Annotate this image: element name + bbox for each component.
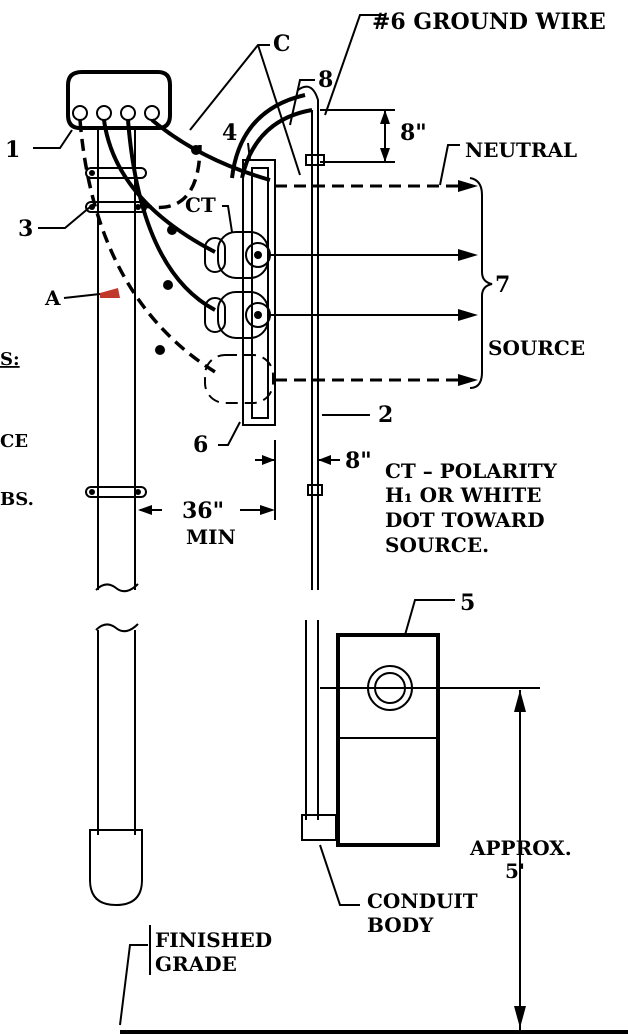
grade-label: GRADE bbox=[155, 952, 237, 976]
a-label: A bbox=[44, 286, 61, 310]
meter-base bbox=[301, 620, 540, 847]
five-ft-label: 5' bbox=[505, 859, 525, 883]
dimension-8in-top bbox=[320, 109, 395, 163]
conduit-label: CONDUIT bbox=[367, 889, 478, 913]
seven-label: 7 bbox=[495, 272, 510, 298]
marker-a-icon bbox=[100, 288, 120, 298]
thirty-six-label: 36" bbox=[182, 498, 224, 524]
cut-text-1: S: bbox=[0, 349, 20, 370]
four-label: 4 bbox=[222, 120, 237, 146]
source-label: SOURCE bbox=[488, 336, 585, 360]
eight-inch-side-label: 8" bbox=[345, 448, 372, 474]
service-wires bbox=[78, 118, 271, 377]
ct-note-line-3: DOT TOWARD bbox=[385, 508, 545, 532]
eight-inch-label: 8" bbox=[400, 120, 427, 146]
ground-wire-label: #6 GROUND WIRE bbox=[372, 9, 606, 35]
cut-text-3: BS. bbox=[0, 489, 34, 510]
neutral-label: NEUTRAL bbox=[465, 138, 577, 162]
ct-label: CT bbox=[185, 193, 216, 217]
approx-label: APPROX. bbox=[469, 836, 572, 860]
leader-lines bbox=[33, 14, 460, 1026]
conductor-arrows bbox=[270, 177, 493, 389]
two-label: 2 bbox=[378, 402, 393, 428]
ct-note-line-1: CT – POLARITY bbox=[385, 459, 558, 483]
body-label: BODY bbox=[367, 913, 434, 937]
finished-label: FINISHED bbox=[155, 928, 272, 952]
six-label: 6 bbox=[193, 432, 208, 458]
cut-text-2: CE bbox=[0, 431, 28, 452]
ct-note-line-2: H₁ OR WHITE bbox=[385, 483, 541, 507]
one-label: 1 bbox=[5, 137, 20, 163]
ct-note-line-4: SOURCE. bbox=[385, 533, 489, 557]
three-label: 3 bbox=[18, 216, 33, 242]
c-label: C bbox=[273, 31, 291, 57]
five-label: 5 bbox=[460, 590, 475, 616]
utility-pole bbox=[85, 130, 147, 907]
eight-label: 8 bbox=[318, 67, 333, 93]
min-label: MIN bbox=[186, 525, 236, 549]
ground-wire bbox=[305, 110, 325, 590]
weatherhead bbox=[66, 70, 172, 130]
